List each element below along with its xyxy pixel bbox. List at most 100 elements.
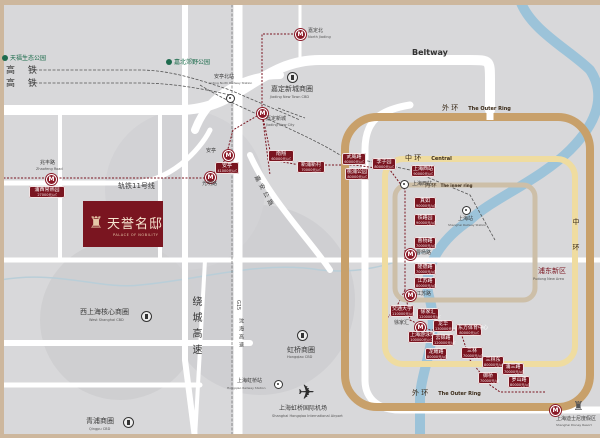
station-hongqiao: 上海虹桥站 xyxy=(237,378,263,384)
station-anting-north-en: Anting North Railway Station xyxy=(209,81,253,85)
station-jiading-new-city: 嘉定新城 xyxy=(266,116,287,122)
district-hongqiao-en: Hongqiao CBD xyxy=(287,355,313,359)
metro-icon[interactable]: M xyxy=(46,174,57,185)
outer-expressway-label: 绕城高速 xyxy=(190,296,201,360)
station-disney: 上海迪士尼度假区 xyxy=(556,416,597,422)
airport-name-en: Shanghai Hongqiao International Airport xyxy=(272,414,343,418)
metro-icon[interactable]: M xyxy=(257,108,268,119)
station-anting: 安亭 xyxy=(206,148,217,154)
railway-label-top: 高 铁 xyxy=(6,66,42,76)
cbd-building-icon xyxy=(297,330,308,341)
metro-icon[interactable]: M xyxy=(205,172,216,183)
district-jiading-en: Jiading New Town CBD xyxy=(270,95,310,99)
metro-icon[interactable]: M xyxy=(550,405,561,416)
frame-top xyxy=(0,0,600,5)
frame-left xyxy=(0,0,4,438)
park-marker-icon xyxy=(166,58,172,65)
metro-icon[interactable]: M xyxy=(295,29,306,40)
metro-icon[interactable]: M xyxy=(405,249,416,260)
cbd-building-icon xyxy=(287,72,298,83)
station-jiangsu: 江苏路 xyxy=(416,291,432,297)
metro-line-11-label: 轨铁11号线 xyxy=(118,182,155,190)
park-jiabei: 嘉北郊野公园 xyxy=(166,57,210,66)
district-jiading-cn: 嘉定新城商圈 xyxy=(271,85,313,93)
g15-name-label: 沈海高速 xyxy=(238,318,244,350)
airport-name: 上海虹桥国际机场 xyxy=(279,405,328,412)
railway-station-icon[interactable] xyxy=(400,180,409,189)
outer-ring-road xyxy=(341,113,594,411)
station-jiading-new-city-en: Jiading New City xyxy=(266,123,295,127)
project-logo-icon: ♜ xyxy=(89,213,104,232)
railway-station-icon[interactable] xyxy=(226,94,235,103)
railway-label-bottom: 高 铁 xyxy=(6,79,42,89)
station-shanghai: 上海站 xyxy=(458,216,474,222)
central-ring-road xyxy=(382,156,578,367)
beltway-label: Beltway xyxy=(412,48,448,57)
station-hongqiao-en: Hongqiao Railway Station xyxy=(227,386,266,390)
project-name: 天誉名邸 xyxy=(107,217,164,232)
station-anting-north: 安亭北站 xyxy=(214,74,235,80)
high-speed-rail xyxy=(30,0,496,438)
station-jiadingbei-en: North Jiading xyxy=(308,35,331,39)
district-pudong-en: Pudong New Area xyxy=(533,277,564,281)
district-west-cn: 西上海核心商圈 xyxy=(80,308,129,316)
station-zhaofeng: 兆丰路 xyxy=(40,160,56,166)
airplane-icon: ✈ xyxy=(298,380,315,404)
station-guangming: 光明路 xyxy=(202,181,218,187)
cbd-building-icon xyxy=(123,417,134,428)
station-caoyang: 曹杨路 xyxy=(416,250,432,256)
district-west-en: West Shanghai CBD xyxy=(89,318,124,322)
district-qingpu-cn: 青浦商圈 xyxy=(86,417,114,425)
station-jiadingbei: 嘉定北 xyxy=(308,28,324,34)
frame-bottom xyxy=(0,434,600,438)
railway-station-icon[interactable] xyxy=(274,380,283,389)
project-tianyu-mingdi[interactable]: ♜ 天誉名邸 PALACE OF NOBILITY xyxy=(83,201,163,247)
district-qingpu-en: Qingpu CBD xyxy=(89,427,111,431)
central-ring-label-right: 中 环 xyxy=(572,218,580,259)
district-pudong-cn: 浦东新区 xyxy=(538,267,566,275)
station-zhaofeng-en: Zhaofeng Road xyxy=(36,167,63,171)
station-shanghai-west: 上海西站 xyxy=(412,181,433,187)
metro-icon[interactable]: M xyxy=(223,150,234,161)
station-disney-en: Shanghai Disney Resort xyxy=(556,423,592,427)
station-shanghai-en: Shanghai Railway Station xyxy=(448,223,487,227)
inner-ring-road xyxy=(392,182,538,303)
g15-label: G15 xyxy=(235,300,241,311)
park-tianfu: 天福生态公园 xyxy=(2,53,46,62)
station-xujiahui: 徐家汇 xyxy=(394,320,410,326)
railway-station-icon[interactable] xyxy=(462,206,471,215)
metro-icon[interactable]: M xyxy=(405,290,416,301)
